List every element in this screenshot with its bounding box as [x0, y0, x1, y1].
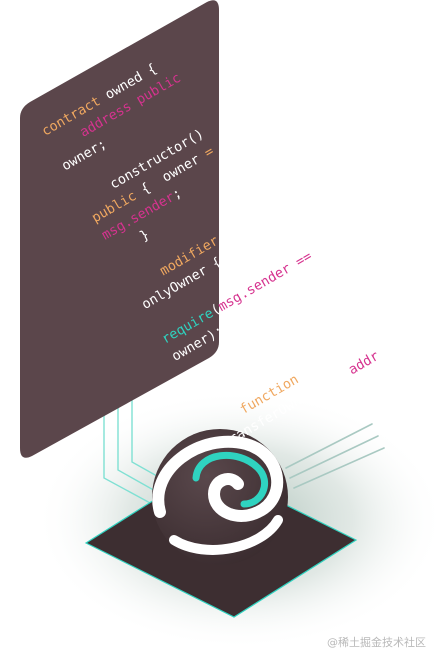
watermark-credit: @稀土掘金技术社区	[327, 636, 426, 649]
chip-sphere	[152, 429, 288, 565]
code-panel	[20, 0, 219, 458]
data-lines	[285, 423, 385, 489]
